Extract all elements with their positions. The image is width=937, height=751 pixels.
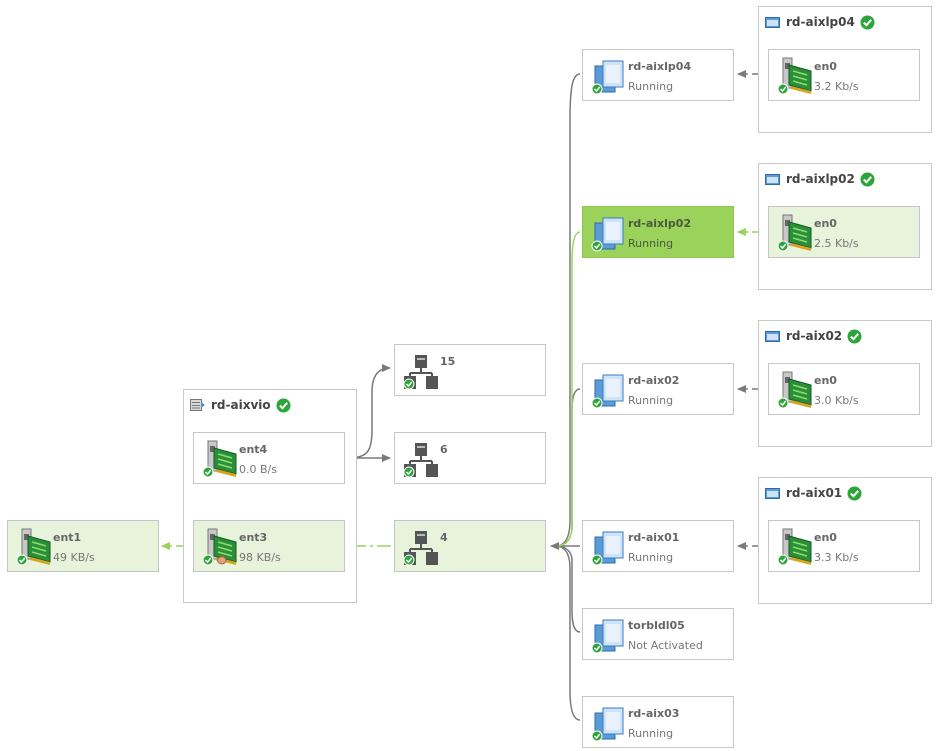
group-title: rd-aixlp02: [786, 172, 855, 186]
node-en0-rd-aix02[interactable]: en0 3.0 Kb/s: [768, 363, 920, 415]
node-rate: 98 KB/s: [239, 551, 281, 564]
link-torbldl05-net4: [555, 545, 581, 633]
node-en0-rd-aixlp04[interactable]: en0 3.2 Kb/s: [768, 49, 920, 101]
node-state: Running: [628, 394, 674, 407]
node-title: en0: [814, 374, 837, 387]
node-lpar-rd-aix01[interactable]: rd-aix01 Running: [582, 520, 734, 572]
lpar-icon: [591, 531, 624, 566]
node-title: ent3: [239, 531, 268, 544]
lpar-icon: [591, 619, 624, 654]
node-title: ent4: [239, 443, 268, 456]
node-rate: 2.5 Kb/s: [814, 237, 859, 250]
node-lpar-torbldl05[interactable]: torbldl05 Not Activated: [582, 608, 734, 660]
lpar-icon: [591, 707, 624, 742]
virtual-network-icon: [403, 443, 438, 478]
node-rate: 49 KB/s: [53, 551, 95, 564]
ok-status-icon: [847, 486, 862, 500]
shared-ethernet-adapter-icon: [202, 528, 237, 566]
node-lpar-rd-aixlp02[interactable]: rd-aixlp02 Running: [582, 206, 734, 258]
node-state: Not Activated: [628, 639, 703, 652]
node-state: Running: [628, 237, 674, 250]
network-adapter-icon: [777, 371, 812, 409]
node-title: rd-aix02: [628, 374, 680, 387]
node-lpar-rd-aixlp04[interactable]: rd-aixlp04 Running: [582, 49, 734, 101]
node-title: 4: [440, 531, 448, 544]
ok-status-icon: [847, 329, 862, 343]
lpar-icon: [591, 374, 624, 409]
node-lpar-rd-aix03[interactable]: rd-aix03 Running: [582, 696, 734, 748]
node-state: Running: [628, 80, 674, 93]
node-title: en0: [814, 531, 837, 544]
link-lp04-net4: [555, 73, 581, 547]
link-lp02-net4: [555, 231, 581, 547]
node-title: ent1: [53, 531, 82, 544]
link-aix02-net4: [571, 388, 581, 530]
network-adapter-icon: [777, 57, 812, 95]
node-network-15[interactable]: 15: [394, 344, 546, 396]
link-aix03-net4: [555, 545, 581, 721]
node-state: Running: [628, 551, 674, 564]
node-title: en0: [814, 217, 837, 230]
node-state: Running: [628, 727, 674, 740]
network-adapter-icon: [777, 214, 812, 252]
group-title: rd-aix02: [786, 329, 843, 343]
vio-server-icon: [190, 399, 205, 411]
network-adapter-icon: [777, 528, 812, 566]
node-ent4[interactable]: ent4 0.0 B/s: [193, 432, 345, 484]
virtual-network-icon: [403, 355, 438, 390]
node-title: rd-aixlp04: [628, 60, 692, 73]
group-title: rd-aixvio: [211, 398, 271, 412]
node-rate: 0.0 B/s: [239, 463, 277, 476]
node-title: rd-aix01: [628, 531, 680, 544]
node-lpar-rd-aix02[interactable]: rd-aix02 Running: [582, 363, 734, 415]
node-ent3[interactable]: ent3 98 KB/s: [193, 520, 345, 572]
ok-status-icon: [860, 172, 875, 186]
network-adapter-icon: [16, 528, 51, 566]
link-ent4-net15: [348, 364, 391, 459]
lpar-folder-icon: [765, 488, 780, 499]
node-title: torbldl05: [628, 619, 685, 632]
ok-status-icon: [276, 398, 291, 412]
node-title: en0: [814, 60, 837, 73]
lpar-icon: [591, 217, 624, 252]
node-rate: 3.0 Kb/s: [814, 394, 859, 407]
node-en0-rd-aixlp02[interactable]: en0 2.5 Kb/s: [768, 206, 920, 258]
node-title: 15: [440, 355, 456, 368]
node-en0-rd-aix01[interactable]: en0 3.3 Kb/s: [768, 520, 920, 572]
node-network-4[interactable]: 4: [394, 520, 546, 572]
node-rate: 3.3 Kb/s: [814, 551, 859, 564]
group-title: rd-aixlp04: [786, 15, 855, 29]
lpar-folder-icon: [765, 17, 780, 28]
node-network-6[interactable]: 6: [394, 432, 546, 484]
node-ent1[interactable]: ent1 49 KB/s: [7, 520, 159, 572]
node-rate: 3.2 Kb/s: [814, 80, 859, 93]
ok-status-icon: [860, 15, 875, 29]
lpar-folder-icon: [765, 331, 780, 342]
lpar-folder-icon: [765, 174, 780, 185]
group-title: rd-aix01: [786, 486, 843, 500]
node-title: rd-aix03: [628, 707, 680, 720]
network-adapter-icon: [202, 440, 237, 478]
lpar-icon: [591, 60, 624, 95]
node-title: rd-aixlp02: [628, 217, 692, 230]
virtual-network-icon: [403, 531, 438, 566]
node-title: 6: [440, 443, 448, 456]
